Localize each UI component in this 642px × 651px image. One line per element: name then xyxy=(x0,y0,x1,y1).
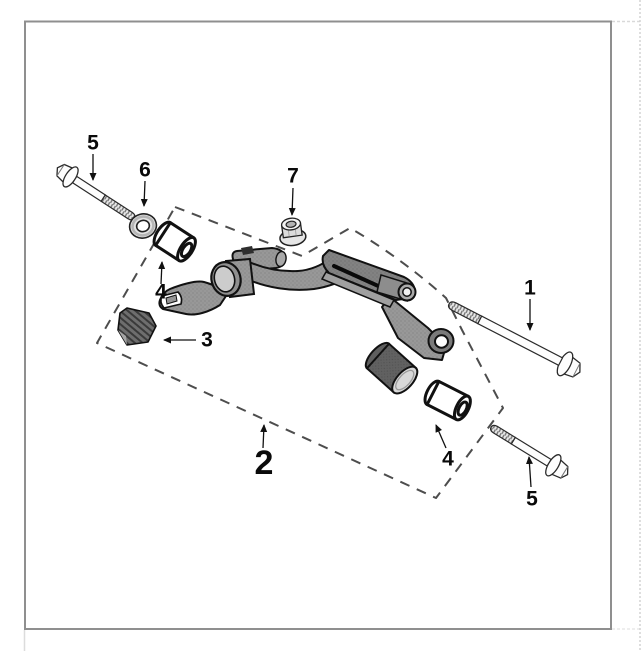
callout-label-5-bottom: 5 xyxy=(526,487,538,511)
diagram-frame xyxy=(23,0,642,651)
bolt-5-bottom-drawing xyxy=(489,424,569,479)
bolt-1-drawing xyxy=(447,301,581,378)
callout-label-6: 6 xyxy=(139,158,151,182)
callout-label-1: 1 xyxy=(524,276,536,300)
assembly-boundary-dashes xyxy=(96,206,504,499)
flexible-block-3-drawing xyxy=(117,307,157,346)
torque-arm-drawing xyxy=(158,246,455,395)
callout-label-5-top: 5 xyxy=(87,131,99,155)
callout-label-4-top: 4 xyxy=(155,280,167,304)
callout-label-7: 7 xyxy=(287,164,299,188)
callout-label-4-bottom: 4 xyxy=(442,447,454,471)
bushing-4-bottom-drawing xyxy=(423,379,472,422)
callout-label-3: 3 xyxy=(201,328,213,352)
bushing-4-top-drawing xyxy=(152,220,197,263)
nut-7-drawing xyxy=(279,217,307,247)
washer-6-drawing xyxy=(128,213,158,239)
callout-label-2: 2 xyxy=(254,444,274,482)
callout-arrows xyxy=(89,154,534,488)
bolt-5-top-drawing xyxy=(56,163,136,221)
